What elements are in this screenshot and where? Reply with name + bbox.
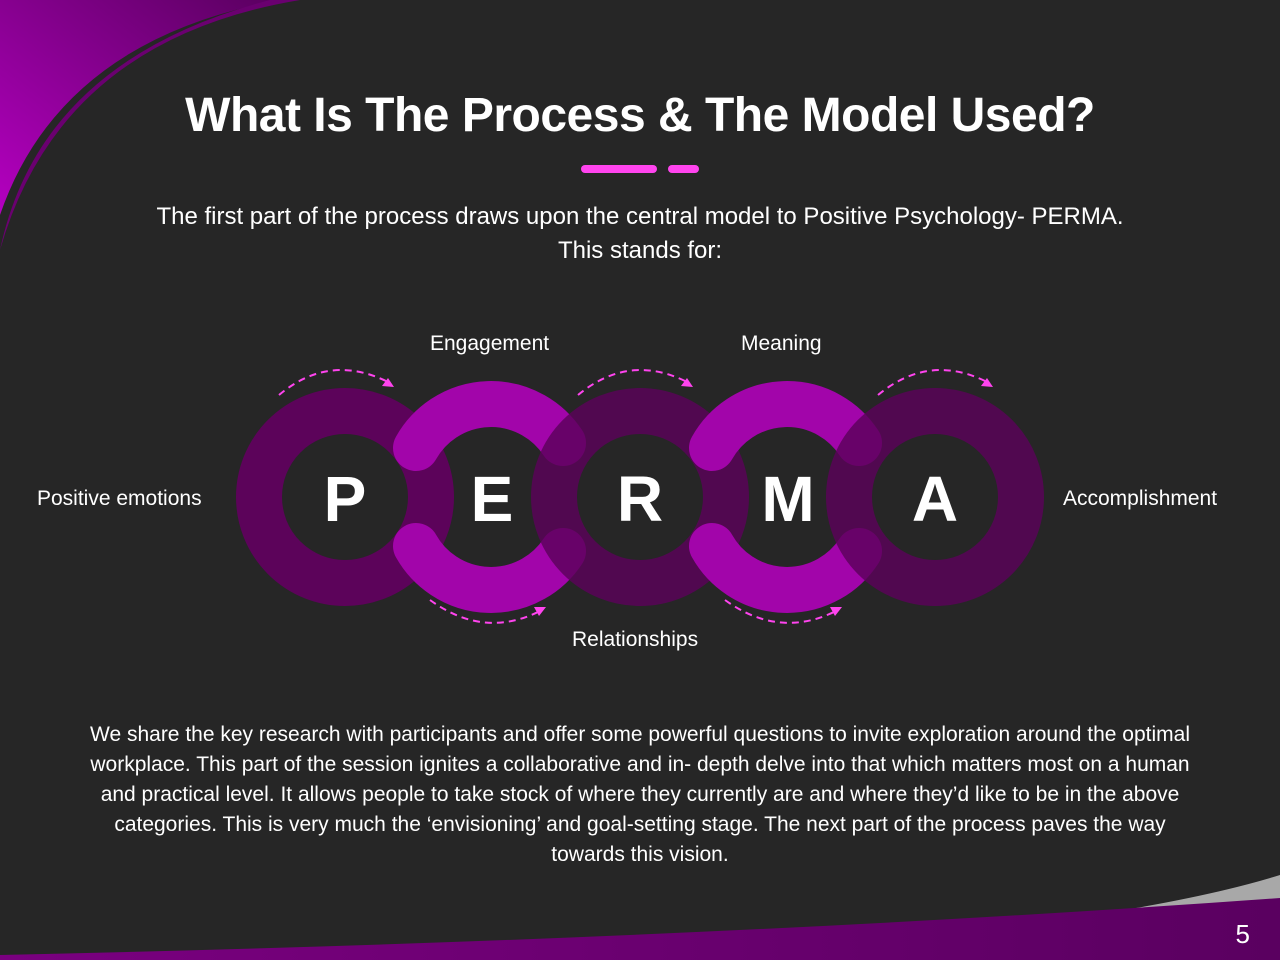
ring-m-top (689, 381, 882, 471)
intro-text: The first part of the process draws upon… (0, 200, 1280, 268)
title-underline-long (581, 165, 657, 173)
bottom-swoosh-grey (1060, 875, 1280, 920)
arrow-e-r (429, 599, 543, 624)
dashed-arrows (278, 369, 990, 624)
letter-e: E (470, 463, 514, 535)
arrow-r-m (577, 369, 690, 396)
letter-r: R (616, 463, 664, 535)
bottom-swoosh (0, 898, 1280, 960)
title-underline-short (668, 165, 699, 173)
arrow-heads (382, 378, 993, 616)
label-accomplishment: Accomplishment (1063, 487, 1218, 510)
label-engagement: Engagement (430, 332, 550, 355)
slide-title: What Is The Process & The Model Used? (185, 89, 1095, 142)
arrow-m-a (877, 369, 990, 396)
label-meaning: Meaning (741, 332, 822, 355)
ring-e-top (393, 381, 586, 471)
intro-line-2: This stands for: (557, 237, 723, 264)
letter-p: P (323, 463, 367, 535)
label-relationships: Relationships (572, 628, 699, 651)
perma-diagram (236, 381, 1044, 613)
corner-swoosh (0, 0, 280, 215)
corner-swoosh-thin (0, 0, 300, 250)
page-number: 5 (1235, 919, 1250, 949)
label-positive-emotions: Positive emotions (37, 487, 202, 510)
ring-m-bottom (689, 523, 882, 613)
ring-r (531, 388, 749, 606)
ring-p (236, 388, 454, 606)
ring-e-bottom (393, 523, 586, 613)
body-text: We share the key research with participa… (90, 723, 1190, 866)
letter-a: A (911, 463, 959, 535)
ring-a (826, 388, 1044, 606)
intro-line-1: The first part of the process draws upon… (156, 203, 1124, 230)
letter-m: M (761, 463, 815, 535)
arrow-p-e (278, 369, 391, 396)
arrow-r-m-bottom (724, 599, 839, 624)
